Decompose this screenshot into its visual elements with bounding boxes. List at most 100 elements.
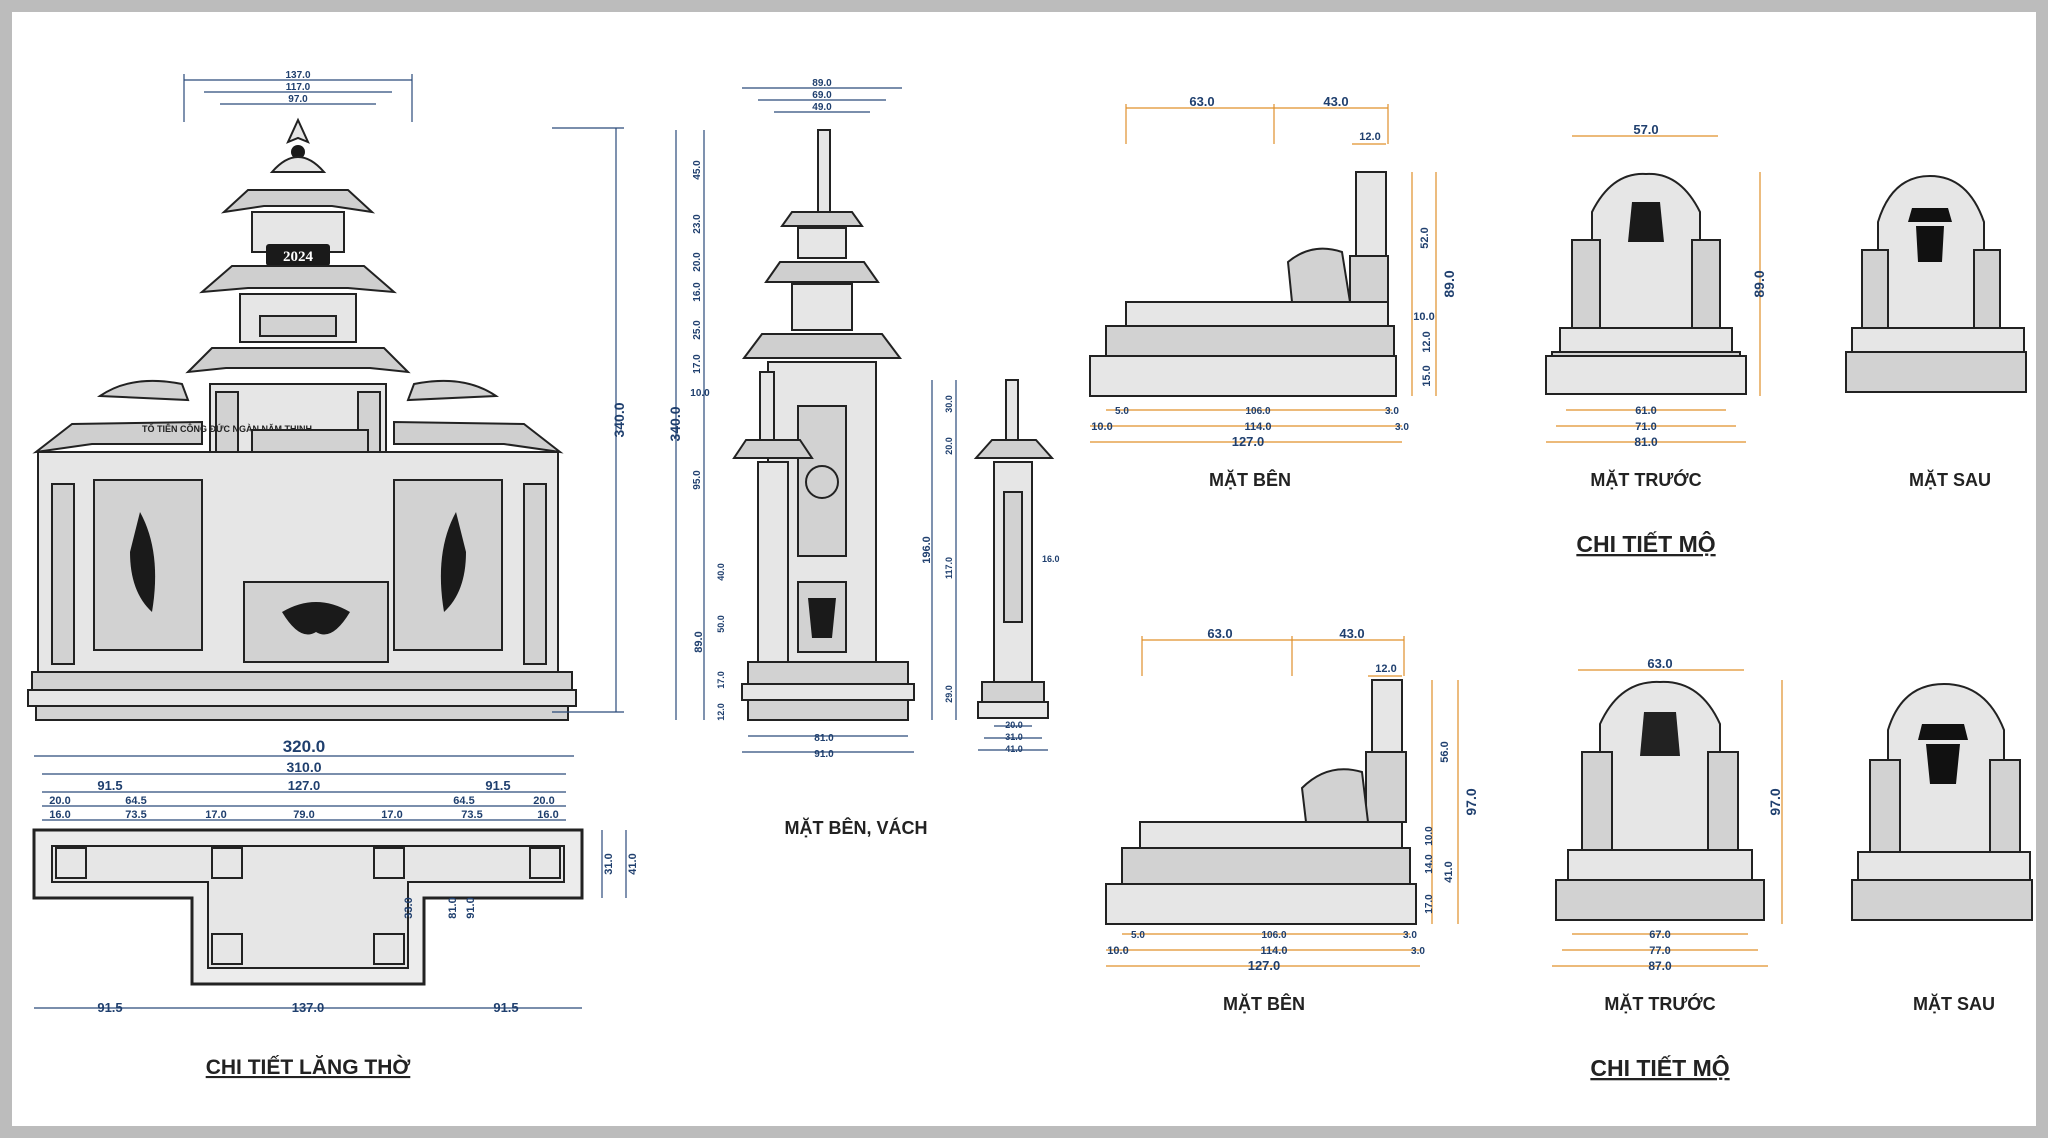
t2s-right-1: 56.0 (1439, 741, 1451, 762)
plan-dim-center: 127.0 (288, 778, 321, 793)
t2s-bot-5: 114.0 (1261, 945, 1288, 957)
t2s-right-4: 14.0 (1424, 854, 1435, 874)
side-top-dim-2: 69.0 (812, 90, 832, 101)
t2s-bot-2: 106.0 (1261, 930, 1286, 941)
t2f-right: 97.0 (1767, 788, 1783, 815)
side-seg-7: 10.0 (690, 388, 710, 399)
t1s-top-1: 63.0 (1189, 94, 1214, 109)
t2s-right-2: 97.0 (1463, 788, 1479, 815)
t2f-bot-3: 87.0 (1648, 959, 1672, 973)
t1s-bot-1: 5.0 (1115, 406, 1129, 417)
plan-dim-v1: 31.0 (603, 853, 615, 874)
tomb1-front-view: 57.0 89.0 61.0 71.0 81.0 (1545, 122, 1767, 449)
wall-seg-4: 29.0 (944, 685, 954, 703)
t1s-right-3: 10.0 (1413, 311, 1434, 323)
side-top-dim-3: 49.0 (812, 102, 832, 113)
t1s-bot-3: 3.0 (1385, 406, 1399, 417)
side-seg-3: 20.0 (692, 252, 703, 272)
wall-side-view: 196.0 30.0 20.0 117.0 29.0 16.0 20.0 31.… (921, 379, 1060, 754)
tomb1-back-view (1845, 174, 2027, 393)
t2s-right-3: 10.0 (1424, 826, 1435, 846)
side-seg-9: 40.0 (716, 563, 726, 581)
side-seg-10: 50.0 (716, 615, 726, 633)
side-seg-4: 16.0 (692, 282, 703, 302)
t1s-right-5: 15.0 (1421, 365, 1433, 386)
plan-dim-b1: 91.5 (97, 1000, 122, 1015)
wall-overall-dim: 196.0 (921, 536, 933, 564)
wall-seg-2: 20.0 (944, 437, 954, 455)
t2s-bot-4: 10.0 (1107, 945, 1128, 957)
t1s-bot-2: 106.0 (1245, 406, 1270, 417)
side-seg-6: 17.0 (692, 354, 703, 374)
t1s-top-3: 12.0 (1359, 131, 1380, 143)
plan-dim-v3: 33.0 (403, 897, 415, 918)
wall-width-dim: 16.0 (1042, 554, 1060, 564)
t2s-top-2: 43.0 (1339, 626, 1364, 641)
side-bottom-dim-2: 91.0 (814, 749, 834, 760)
tomb1-side-view: 63.0 43.0 12.0 52.0 89.0 10.0 12.0 15.0 … (1089, 94, 1457, 449)
side-lower-dim: 89.0 (693, 631, 705, 652)
t1f-bot-2: 71.0 (1635, 421, 1656, 433)
t1s-top-2: 43.0 (1323, 94, 1348, 109)
plan-dim-v2: 41.0 (627, 853, 639, 874)
caption-mat-ben-vach: MẶT BÊN, VÁCH (785, 817, 928, 838)
side-overall-dim: 340.0 (667, 406, 683, 441)
t1s-bot-4: 10.0 (1091, 421, 1112, 433)
shrine-side-view: 89.0 69.0 49.0 340.0 45.0 23.0 20.0 16.0… (667, 78, 915, 760)
plan-dim-side-left: 91.5 (97, 778, 122, 793)
plan-dim-l3: 20.0 (533, 795, 554, 807)
plan-dim-side-right: 91.5 (485, 778, 510, 793)
side-seg-12: 12.0 (716, 703, 726, 721)
t2s-bot-3: 3.0 (1403, 930, 1417, 941)
t1s-right-4: 12.0 (1421, 331, 1433, 352)
t2s-right-6: 17.0 (1424, 894, 1435, 914)
t1f-top: 57.0 (1633, 122, 1658, 137)
wall-bottom-dim-2: 31.0 (1005, 732, 1023, 742)
t2f-bot-2: 77.0 (1649, 945, 1670, 957)
plan-dim-m4: 79.0 (293, 809, 314, 821)
tomb2-back-view (1851, 682, 2033, 921)
side-top-dim-1: 89.0 (812, 78, 832, 89)
caption-mat-truoc-2: MẶT TRƯỚC (1604, 993, 1715, 1014)
plan-dim-m7: 16.0 (537, 809, 558, 821)
t2s-bot-6: 3.0 (1411, 946, 1425, 957)
shrine-top-dim-2: 117.0 (286, 82, 311, 93)
t1f-bot-3: 81.0 (1634, 435, 1658, 449)
wall-seg-1: 30.0 (944, 395, 954, 413)
plan-dim-m2: 73.5 (125, 809, 146, 821)
title-chi-tiet-mo-1: CHI TIẾT MỘ (1576, 530, 1715, 557)
plan-dim-m3: 17.0 (205, 809, 226, 821)
caption-mat-truoc-1: MẶT TRƯỚC (1590, 469, 1701, 490)
plan-dim-l2: 64.5 (125, 795, 146, 807)
caption-mat-ben-1: MẶT BÊN (1209, 469, 1291, 490)
plan-dim-l1: 20.0 (49, 795, 70, 807)
side-seg-5: 25.0 (692, 320, 703, 340)
side-bottom-dim-1: 81.0 (814, 733, 834, 744)
title-lang-tho: CHI TIẾT LĂNG THỜ (206, 1055, 411, 1079)
caption-mat-sau-2: MẶT SAU (1913, 993, 1995, 1014)
year-plaque (266, 244, 330, 266)
plan-dim-inner: 310.0 (286, 759, 321, 775)
shrine-front-elevation: 137.0 117.0 97.0 2024 TỔ TIÊN CÔNG ĐỨC N… (27, 70, 627, 721)
t1s-bot-7: 127.0 (1232, 434, 1265, 449)
wall-bottom-dim-1: 20.0 (1005, 720, 1023, 730)
plan-dim-m5: 17.0 (381, 809, 402, 821)
t2f-bot-1: 67.0 (1649, 929, 1670, 941)
shrine-top-dim-3: 97.0 (288, 94, 308, 105)
t1s-right-1: 52.0 (1419, 227, 1431, 248)
t2f-top: 63.0 (1647, 656, 1672, 671)
t1s-right-2: 89.0 (1441, 270, 1457, 297)
shrine-height-dim: 340.0 (611, 402, 627, 437)
shrine-plan-view: 320.0 310.0 91.5 127.0 91.5 20.0 64.5 64… (32, 737, 639, 1015)
t1f-right: 89.0 (1751, 270, 1767, 297)
plan-dim-l2r: 64.5 (453, 795, 474, 807)
t2s-top-1: 63.0 (1207, 626, 1232, 641)
drawing-canvas: 137.0 117.0 97.0 2024 TỔ TIÊN CÔNG ĐỨC N… (27, 70, 2033, 1081)
side-seg-2: 23.0 (692, 214, 703, 234)
plan-dim-v5: 91.0 (465, 897, 477, 918)
caption-mat-sau-1: MẶT SAU (1909, 469, 1991, 490)
tomb2-front-view: 63.0 97.0 67.0 77.0 87.0 (1552, 656, 1783, 973)
side-seg-8: 95.0 (692, 470, 703, 490)
wall-bottom-dim-3: 41.0 (1005, 744, 1023, 754)
caption-mat-ben-2: MẶT BÊN (1223, 993, 1305, 1014)
